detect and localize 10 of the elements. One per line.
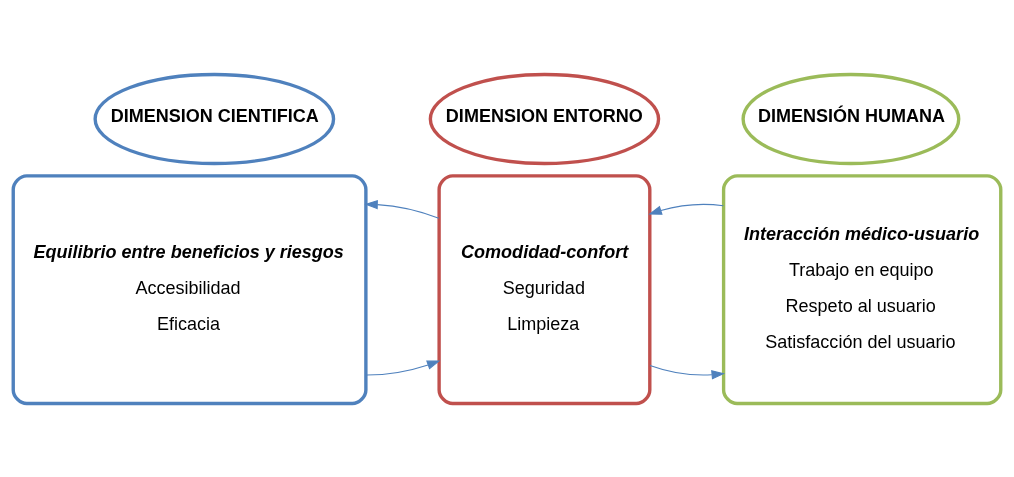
arrow <box>648 203 724 215</box>
node-ellipse: DIMENSIÓN HUMANA <box>741 72 961 165</box>
node-box: Interacción médico-usuario Trabajo en equipo Respeto al usuario Satisfacción del usuario <box>721 173 1003 405</box>
node-box: Equilibrio entre beneficios y riesgos Accesibilidad Eficacia <box>11 173 368 405</box>
node-box: Comodidad-confort Seguridad Limpieza <box>437 173 652 405</box>
node-ellipse: DIMENSION CIENTIFICA <box>93 72 336 165</box>
node-ellipse: DIMENSION ENTORNO <box>428 72 661 165</box>
arrow <box>364 199 440 219</box>
arrow <box>649 364 726 380</box>
arrow <box>365 359 441 376</box>
